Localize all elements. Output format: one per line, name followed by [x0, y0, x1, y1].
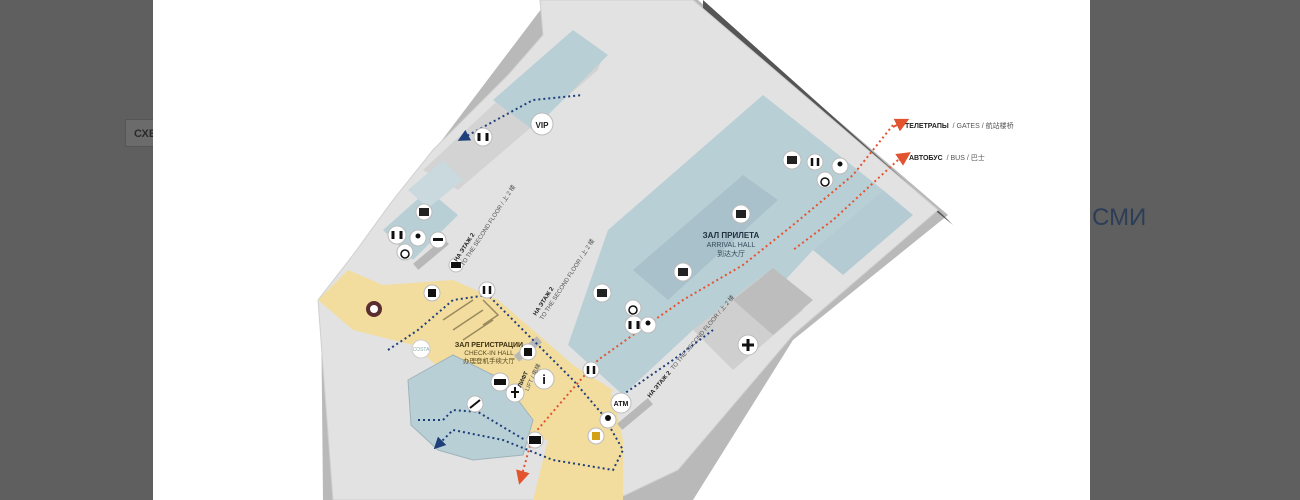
route-departure-checkin	[387, 293, 625, 472]
restroom-icon-left	[387, 225, 407, 245]
coffee-icon	[366, 301, 382, 317]
gates-label-rest: / GATES / 航站楼桥	[953, 121, 1014, 130]
bus-label: АВТОБУС	[909, 155, 943, 162]
parent-child-icon-left	[409, 229, 427, 247]
gates-label: ТЕЛЕТРАПЫ	[905, 123, 949, 130]
checkin-hall	[318, 270, 613, 445]
medical-cross-icon	[737, 334, 759, 356]
restroom-icon-right	[806, 153, 824, 171]
arrival-hall-title: ЗАЛ ПРИЛЕТА	[703, 231, 760, 240]
lift-icon	[519, 343, 537, 361]
restroom-icon-checkin	[478, 281, 496, 299]
wheelchair-icon-right	[816, 171, 834, 189]
checkin-hall-title: ЗАЛ РЕГИСТРАЦИИ	[455, 342, 523, 349]
baggage-icon-4	[782, 150, 802, 170]
arrival-hall-cn: 到达大厅	[717, 249, 745, 258]
smoking-icon	[429, 231, 447, 249]
vip-label: VIP	[536, 121, 550, 130]
gates-label-group: ТЕЛЕТРАПЫ / GATES / 航站楼桥	[905, 121, 1014, 130]
baggage-icon-5	[415, 203, 433, 221]
svg-text:i: i	[542, 372, 546, 387]
restroom-icon-upper	[473, 127, 493, 147]
route-departure-left	[418, 408, 526, 441]
vip-icon: VIP	[530, 112, 554, 136]
baggage-icon-2	[673, 262, 693, 282]
bus-icon	[526, 431, 544, 449]
parent-child-icon-right	[831, 157, 849, 175]
brand-label: COSTA	[413, 347, 431, 353]
bus-label-rest: / BUS / 巴士	[947, 153, 985, 162]
route-departure-upper	[457, 94, 584, 141]
route-bus	[792, 159, 899, 251]
baggage-icon-3	[592, 283, 612, 303]
pedestrian-icon	[505, 383, 525, 403]
currency-exchange-icon	[448, 257, 464, 273]
parent-child-icon-arrival	[639, 316, 657, 334]
shop-icon	[587, 427, 605, 445]
background-media-title: СМИ	[1092, 204, 1147, 231]
taxi-icon	[490, 372, 510, 392]
restroom-icon-lower	[582, 361, 600, 379]
arrival-hall-en: ARRIVAL HALL	[707, 242, 756, 249]
route-arrival	[516, 124, 894, 485]
checkin-counters	[442, 299, 500, 341]
checkin-hall-label: ЗАЛ РЕГИСТРАЦИИ CHECK-IN HALL 办理登机手续大厅	[455, 342, 523, 365]
svg-text:ТЕЛЕТРАПЫ / GATES / 航站楼桥: ТЕЛЕТРАПЫ / GATES / 航站楼桥	[905, 121, 1014, 130]
right-rooms	[813, 190, 913, 275]
police-icon	[599, 411, 617, 429]
svg-text:АВТОБУС / BUS / 巴士: АВТОБУС / BUS / 巴士	[909, 153, 985, 162]
atm-icon: ATM	[610, 392, 632, 414]
medical-stripes	[733, 268, 813, 335]
wheelchair-icon-left	[396, 243, 414, 261]
info-icon: i	[533, 368, 555, 390]
arrival-hall-label: ЗАЛ ПРИЛЕТА ARRIVAL HALL 到达大厅	[703, 231, 760, 258]
bus-label-group: АВТОБУС / BUS / 巴士	[909, 153, 985, 162]
gates-arrow	[892, 118, 910, 132]
left-rooms-2	[408, 160, 463, 208]
route-to-second-floor	[617, 329, 714, 399]
wheelchair-icon-arrival	[624, 299, 642, 317]
baggage-icon-1	[731, 204, 751, 224]
brand-logo-icon: COSTA	[411, 339, 431, 359]
escalator-lower	[617, 398, 653, 430]
atm-label: ATM	[614, 401, 629, 408]
terminal-floor-map: VIP COSTA i ATM	[317, 0, 1014, 500]
checkin-hall-cn: 办理登机手续大厅	[463, 356, 516, 365]
checkin-hall-en: CHECK-IN HALL	[464, 350, 514, 357]
escalator-icon	[466, 395, 484, 413]
vip-room	[493, 30, 608, 130]
terminal-map-lightbox[interactable]: VIP COSTA i ATM	[153, 0, 1090, 500]
bus-arrow	[895, 152, 911, 166]
security-check-icon	[423, 284, 441, 302]
